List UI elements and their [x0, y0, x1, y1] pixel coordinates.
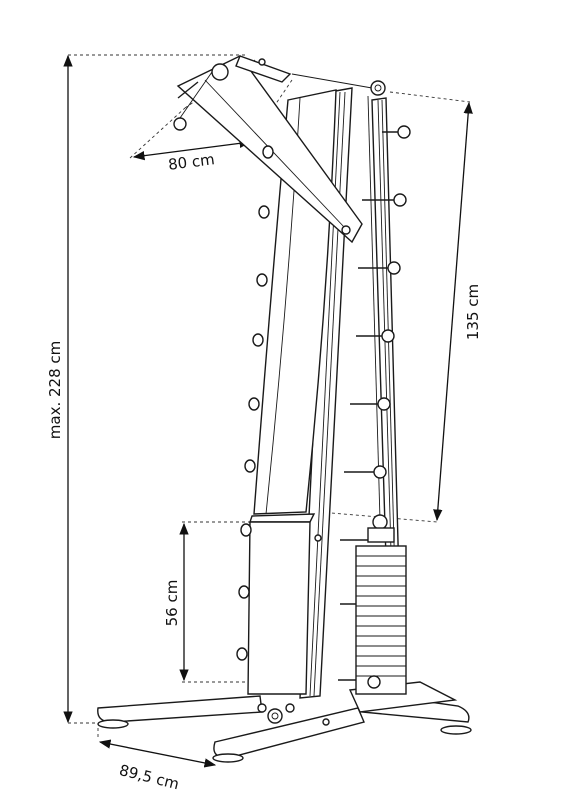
seat-label: 56 cm — [163, 580, 181, 627]
base-dimension: 89,5 cm — [97, 728, 217, 793]
seat-pad — [247, 513, 322, 695]
right-ladder-bars — [338, 125, 411, 681]
stroke-label: 135 cm — [464, 284, 482, 340]
stroke-dimension: 135 cm — [319, 91, 482, 523]
weight-stack — [355, 514, 407, 695]
height-label: max. 228 cm — [46, 341, 64, 439]
base-label: 89,5 cm — [117, 761, 181, 793]
seat-dimension: 56 cm — [163, 521, 255, 683]
height-dimension: max. 228 cm — [46, 54, 245, 724]
arm-width-label: 80 cm — [167, 150, 216, 174]
left-pegs — [236, 145, 274, 661]
